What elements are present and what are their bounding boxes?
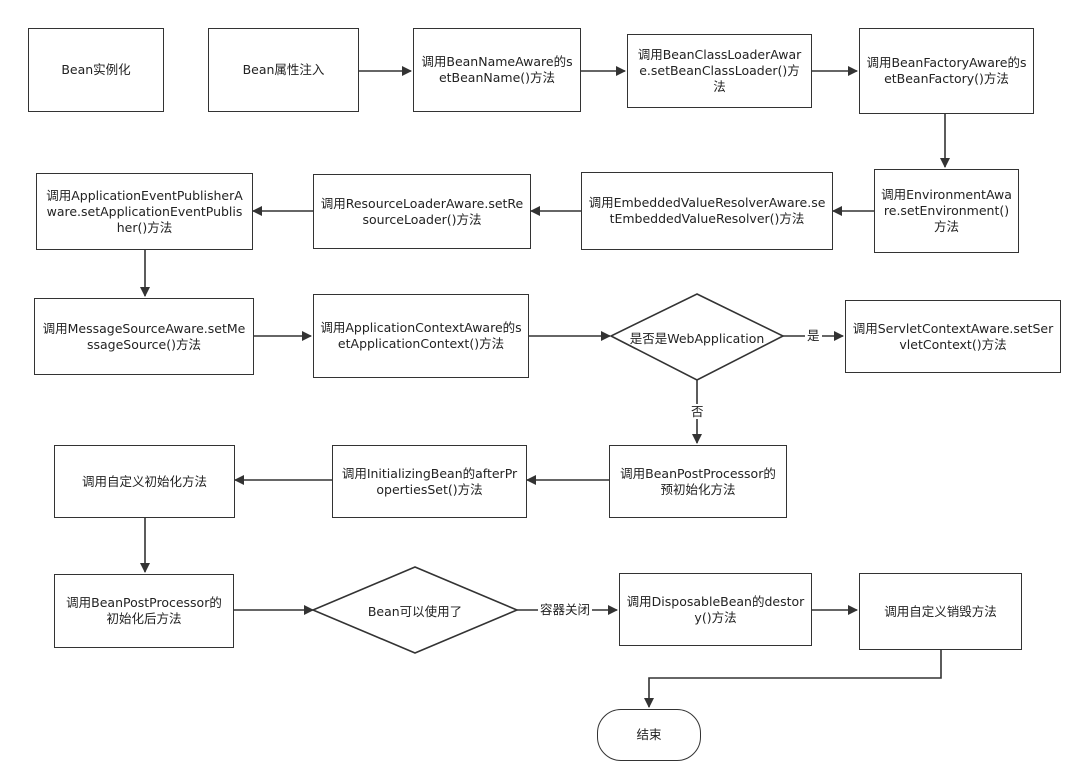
node-post-processor-before-init-text: 调用BeanPostProcessor的预初始化方法	[620, 465, 776, 497]
node-custom-init-text: 调用自定义初始化方法	[81, 473, 207, 489]
node-bean-name-aware-text: 调用BeanNameAware的setBeanName()方法	[421, 54, 573, 85]
node-bean-class-loader-aware-text: 调用BeanClassLoaderAware.setBeanClassLoade…	[637, 47, 802, 94]
node-bean-factory-aware: 调用BeanFactoryAware的setBeanFactory()方法	[859, 28, 1034, 114]
node-custom-destroy: 调用自定义销毁方法	[859, 573, 1022, 650]
node-custom-destroy-text: 调用自定义销毁方法	[884, 603, 997, 619]
edge-label-no: 否	[689, 404, 706, 419]
node-embedded-value-resolver-aware: 调用EmbeddedValueResolverAware.setEmbedded…	[581, 172, 833, 250]
node-bean-factory-aware-text: 调用BeanFactoryAware的setBeanFactory()方法	[866, 55, 1027, 86]
edge-label-yes: 是	[805, 328, 822, 343]
node-bean-name-aware: 调用BeanNameAware的setBeanName()方法	[413, 28, 581, 112]
node-disposable-bean-text: 调用DisposableBean的destory()方法	[626, 593, 805, 625]
node-event-publisher-aware: 调用ApplicationEventPublisherAware.setAppl…	[36, 173, 253, 250]
node-post-processor-before-init: 调用BeanPostProcessor的预初始化方法	[609, 445, 787, 518]
node-post-processor-after-init: 调用BeanPostProcessor的初始化后方法	[54, 574, 234, 648]
node-app-context-aware: 调用ApplicationContextAware的setApplication…	[313, 294, 529, 378]
node-event-publisher-aware-text: 调用ApplicationEventPublisherAware.setAppl…	[46, 187, 243, 235]
node-end: 结束	[597, 709, 701, 761]
node-bean-property-inject-text: Bean属性注入	[242, 62, 325, 77]
edge-label-container-close: 容器关闭	[538, 602, 593, 617]
node-initializing-bean-text: 调用InitializingBean的afterPropertiesSet()方…	[341, 465, 518, 497]
node-environment-aware: 调用EnvironmentAware.setEnvironment()方法	[874, 169, 1019, 253]
node-servlet-context-aware-text: 调用ServletContextAware.setServletContext(…	[852, 320, 1054, 352]
node-bean-property-inject: Bean属性注入	[208, 28, 359, 112]
decision-web-application-shape	[609, 293, 785, 381]
node-servlet-context-aware: 调用ServletContextAware.setServletContext(…	[845, 300, 1061, 373]
decision-web-application-text: 是否是WebApplication	[629, 330, 765, 346]
node-embedded-value-resolver-aware-text: 调用EmbeddedValueResolverAware.setEmbedded…	[588, 195, 826, 226]
node-resource-loader-aware-text: 调用ResourceLoaderAware.setResourceLoader(…	[320, 195, 524, 227]
node-message-source-aware: 调用MessageSourceAware.setMessageSource()方…	[34, 298, 254, 375]
node-resource-loader-aware: 调用ResourceLoaderAware.setResourceLoader(…	[313, 174, 531, 249]
node-disposable-bean: 调用DisposableBean的destory()方法	[619, 573, 812, 646]
node-bean-instantiate: Bean实例化	[28, 28, 164, 112]
node-app-context-aware-text: 调用ApplicationContextAware的setApplication…	[320, 320, 522, 351]
node-custom-init: 调用自定义初始化方法	[54, 445, 235, 518]
node-initializing-bean: 调用InitializingBean的afterPropertiesSet()方…	[332, 445, 527, 518]
node-end-text: 结束	[636, 727, 662, 742]
decision-bean-ready: Bean可以使用了	[313, 567, 517, 653]
node-bean-instantiate-text: Bean实例化	[61, 62, 131, 77]
node-message-source-aware-text: 调用MessageSourceAware.setMessageSource()方…	[42, 320, 246, 352]
decision-bean-ready-text: Bean可以使用了	[367, 603, 463, 619]
node-post-processor-after-init-text: 调用BeanPostProcessor的初始化后方法	[66, 595, 222, 626]
node-environment-aware-text: 调用EnvironmentAware.setEnvironment()方法	[881, 187, 1012, 234]
node-bean-class-loader-aware: 调用BeanClassLoaderAware.setBeanClassLoade…	[627, 34, 812, 108]
decision-bean-ready-shape	[310, 566, 520, 654]
decision-web-application: 是否是WebApplication	[611, 294, 783, 380]
arrow-customdestroy-to-end	[644, 650, 942, 708]
